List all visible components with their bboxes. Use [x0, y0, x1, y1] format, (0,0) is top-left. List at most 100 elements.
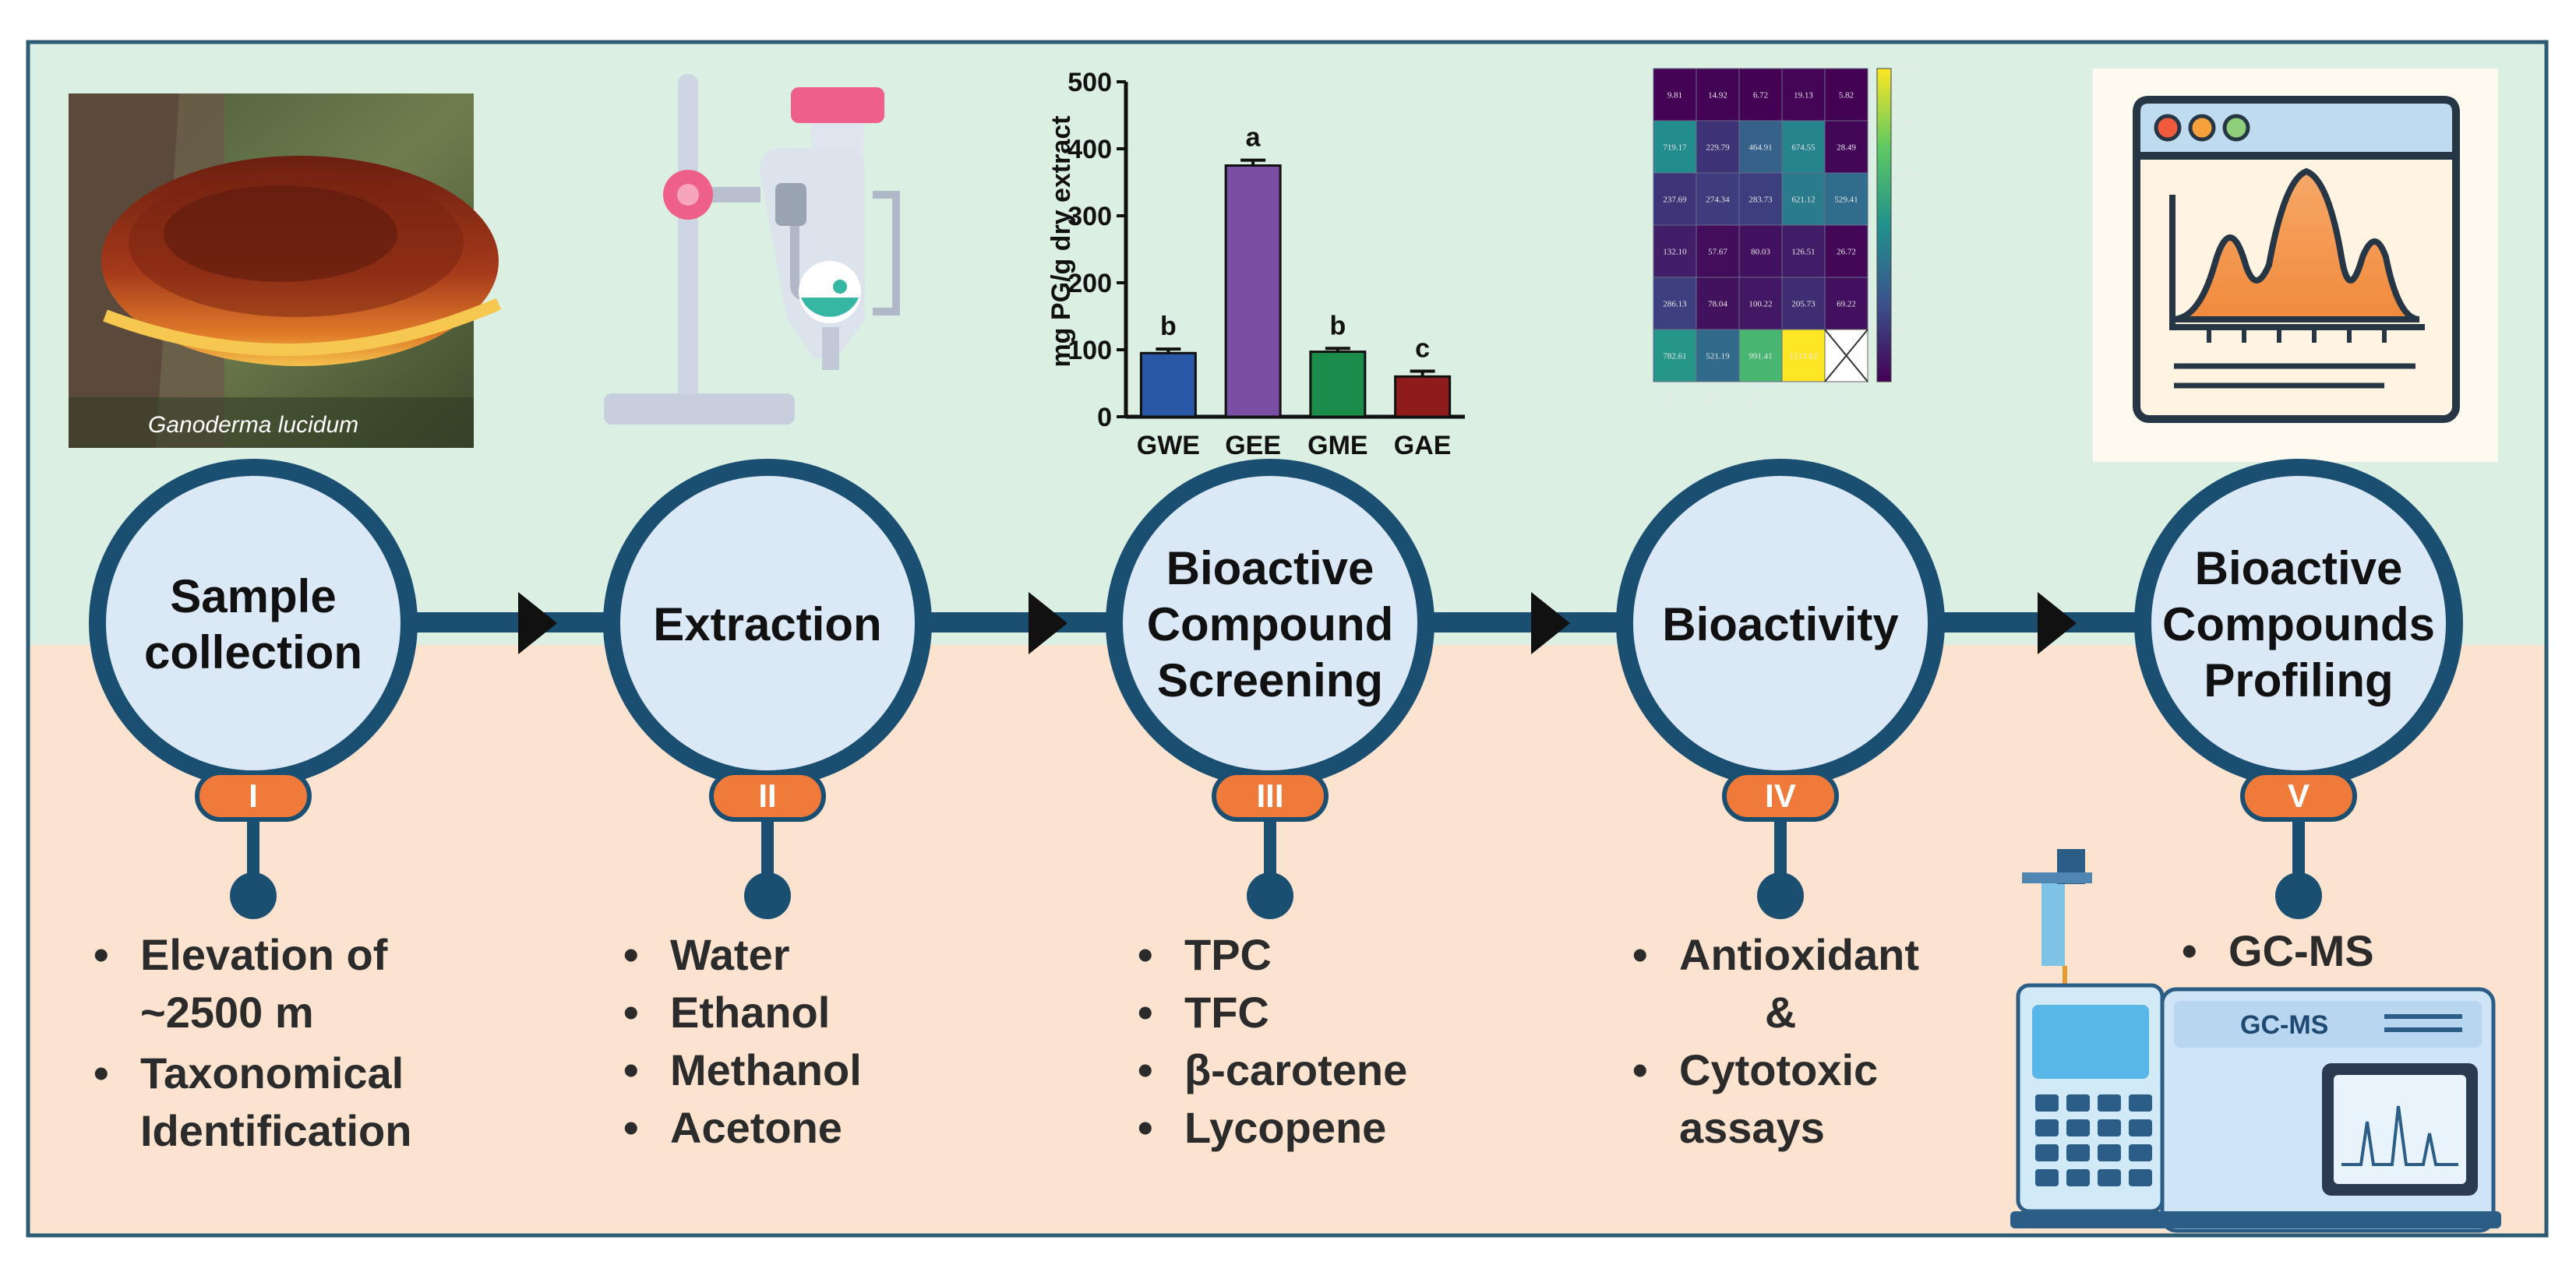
heatmap-cell: [1781, 277, 1826, 330]
heatmap-colorbar-tick: 1250: [1897, 117, 1915, 126]
arrow-icon: [518, 592, 557, 654]
stage-number-badge: [1212, 770, 1329, 822]
bullet-marker: •: [623, 930, 639, 979]
bullet-text: Ethanol: [670, 988, 830, 1037]
significance-letter: c: [1415, 334, 1430, 364]
stage-title-line: Compound: [1147, 598, 1394, 650]
stage-title-line: Bioactive: [1166, 542, 1374, 594]
stage-title-line: collection: [144, 626, 362, 678]
bullet-text: TPC: [1184, 930, 1272, 979]
bullet-marker: •: [1632, 930, 1648, 979]
bullet-text: Antioxidant: [1679, 930, 1919, 979]
heatmap-cell: [1696, 224, 1740, 278]
stage-title-line: Bioactive: [2195, 542, 2403, 594]
bar: [1224, 164, 1282, 418]
bullet-marker: •: [1138, 930, 1153, 979]
bullet-marker: •: [623, 1045, 639, 1094]
bullet-text: GC-MS: [2228, 926, 2374, 975]
stage-numeral: V: [2288, 777, 2310, 814]
stage-node: [2275, 872, 2322, 919]
bar-chart-x-tick-label: GWE: [1137, 431, 1200, 460]
heatmap-colorbar-tick: 750: [1897, 221, 1911, 231]
heatmap-cell: [1653, 172, 1697, 226]
heatmap-colorbar: [1876, 68, 1892, 382]
bullet-text: Lycopene: [1184, 1103, 1386, 1152]
heatmap-cell: [1696, 172, 1740, 226]
stage-numeral: III: [1256, 777, 1283, 814]
photo-caption: Ganoderma lucidum: [148, 412, 358, 438]
arrow-icon: [2038, 592, 2077, 654]
bar-chart-y-tick-label: 0: [1097, 403, 1112, 432]
heatmap-value: 464.91: [1749, 143, 1772, 153]
heatmap-colorbar-tick: 1500: [1897, 65, 1915, 74]
bullet-text: TFC: [1184, 988, 1269, 1037]
heatmap-cell: [1653, 224, 1697, 278]
bullet-marker: •: [1632, 1045, 1648, 1094]
heatmap-value: 991.41: [1749, 352, 1772, 361]
stage-number-badge: [1722, 770, 1839, 822]
stage-title-line: Screening: [1157, 654, 1383, 706]
bullet-text: Cytotoxic: [1679, 1045, 1878, 1094]
heatmap-cell: [1738, 120, 1783, 174]
heatmap-value: 674.55: [1791, 143, 1816, 153]
heatmap-value: 57.67: [1708, 248, 1727, 257]
heatmap-colorbar-tick: 1000: [1897, 169, 1915, 178]
heatmap-value: 237.69: [1663, 196, 1687, 205]
significance-letter: b: [1160, 312, 1177, 341]
bar-chart-y-tick-label: 200: [1067, 269, 1112, 298]
heatmap-value: 274.34: [1706, 196, 1730, 205]
heatmap-value: 9.81: [1667, 91, 1682, 100]
bar-chart-y-tick-label: 500: [1067, 68, 1112, 97]
heatmap-cell: [1824, 120, 1868, 174]
gcms-label: GC-MS: [2240, 1010, 2328, 1040]
bar: [1139, 351, 1197, 418]
heatmap-colorbar-tick: 250: [1897, 326, 1911, 335]
heatmap-value: 521.19: [1706, 352, 1730, 361]
bullet-marker: •: [1138, 1045, 1153, 1094]
stage-title-line: Extraction: [653, 598, 881, 650]
stage-title-line: Sample: [170, 570, 336, 622]
heatmap-value: 100.22: [1749, 300, 1772, 309]
stage-3: IIIBioactiveCompoundScreening•TPC•TFC•β-…: [1106, 459, 1434, 1152]
bullet-text: Acetone: [670, 1103, 842, 1152]
heatmap-value: 5.82: [1839, 91, 1854, 100]
bullet-text: &: [1765, 988, 1796, 1037]
heatmap-value: 286.13: [1663, 300, 1687, 309]
stage-node: [744, 872, 791, 919]
stage-title-line: Compounds: [2162, 598, 2435, 650]
bar-chart-y-tick-label: 100: [1067, 336, 1112, 365]
stage-title-line: Bioactivity: [1662, 598, 1899, 650]
arrow-icon: [1531, 592, 1570, 654]
bar-chart-y-tick-label: 300: [1067, 202, 1112, 231]
bullet-text: Methanol: [670, 1045, 862, 1094]
stage-node: [1247, 872, 1293, 919]
bullet-text: Identification: [140, 1106, 411, 1155]
heatmap-value: 78.04: [1708, 300, 1727, 309]
heatmap-value: 6.72: [1753, 91, 1768, 100]
heatmap-value: 719.17: [1663, 143, 1687, 153]
heatmap-cell: [1781, 120, 1826, 174]
heatmap-cell: [1696, 68, 1740, 122]
bullet-marker: •: [94, 1048, 109, 1098]
heatmap-cell: [1696, 329, 1740, 382]
stage-2: IIExtraction•Water•Ethanol•Methanol•Acet…: [603, 459, 932, 1152]
bar-chart-y-label: mg PG/g dry extract: [1046, 115, 1076, 367]
significance-letter: b: [1329, 311, 1346, 340]
heatmap-value: 69.22: [1837, 300, 1856, 309]
gc-ms-instrument-icon: GC-MS: [2010, 849, 2501, 1233]
stage-4: IVBioactivity•Antioxidant&•Cytotoxicassa…: [1616, 459, 1945, 1152]
heatmap-cell: [1696, 120, 1740, 174]
heatmap-value: 14.92: [1708, 91, 1727, 100]
heatmap-cross: [1824, 329, 1868, 382]
stage-number-badge: [709, 770, 826, 822]
heatmap-value: 283.73: [1749, 196, 1773, 205]
heatmap-cell: [1781, 172, 1826, 226]
bar-chart-x-tick-label: GAE: [1394, 431, 1452, 460]
bullet-marker: •: [1138, 1103, 1153, 1152]
heatmap-value: 621.12: [1791, 196, 1815, 205]
stage-node: [1757, 872, 1804, 919]
heatmap-value: 529.41: [1834, 196, 1858, 205]
